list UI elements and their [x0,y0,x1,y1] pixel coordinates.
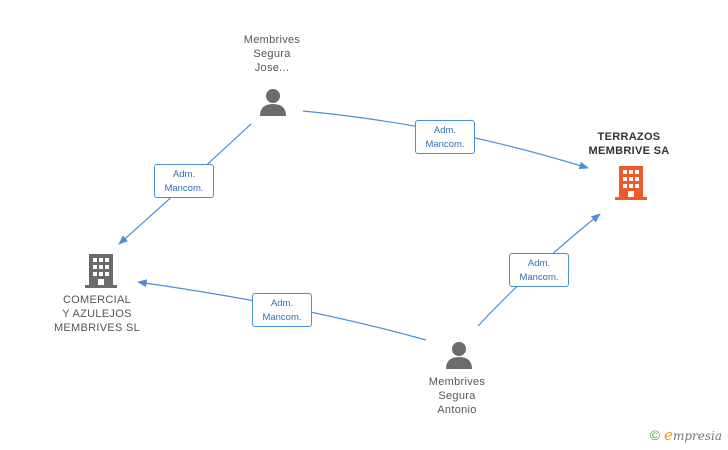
company-name-line: Y AZULEJOS [62,308,132,320]
relation-type: Mancom. [425,139,465,150]
relation-role: Adm. [527,258,551,269]
relation-role: Adm. [270,298,294,309]
relation-type: Mancom. [262,312,302,323]
person-name-line: Antonio [437,404,477,416]
company-name-line: MEMBRIVE SA [588,145,670,157]
company-label-terrazos[interactable]: TERRAZOS MEMBRIVE SA [579,130,679,158]
brand-watermark: © empresia [650,426,722,444]
relation-role: Adm. [433,125,457,136]
building-icon-main[interactable] [615,166,647,200]
relation-label-antonio-terrazos[interactable]: Adm. Mancom. [509,253,569,287]
relation-type: Mancom. [519,272,559,283]
relation-label-antonio-comercial[interactable]: Adm. Mancom. [252,293,312,327]
relation-role: Adm. [172,169,196,180]
building-icon[interactable] [85,254,117,288]
person-name-line: Segura [253,48,291,60]
person-icon[interactable] [260,89,286,116]
company-name-line: TERRAZOS [597,131,661,143]
relation-label-jose-comercial[interactable]: Adm. Mancom. [154,164,214,198]
company-name-line: MEMBRIVES SL [53,322,141,334]
company-label-comercial[interactable]: COMERCIAL Y AZULEJOS MEMBRIVES SL [47,293,147,335]
person-name-line: Membrives [428,376,486,388]
person-label-antonio[interactable]: Membrives Segura Antonio [415,375,499,417]
relation-type: Mancom. [164,183,204,194]
relation-label-jose-terrazos[interactable]: Adm. Mancom. [415,120,475,154]
copyright-icon: © [649,427,661,443]
person-name-line: Membrives [243,34,301,46]
person-name-line: Segura [438,390,476,402]
person-label-jose[interactable]: Membrives Segura Jose... [230,33,314,75]
person-icon[interactable] [446,342,472,369]
brand-logo: empresia [664,426,722,444]
company-name-line: COMERCIAL [62,294,132,306]
person-name-line: Jose... [254,62,290,74]
